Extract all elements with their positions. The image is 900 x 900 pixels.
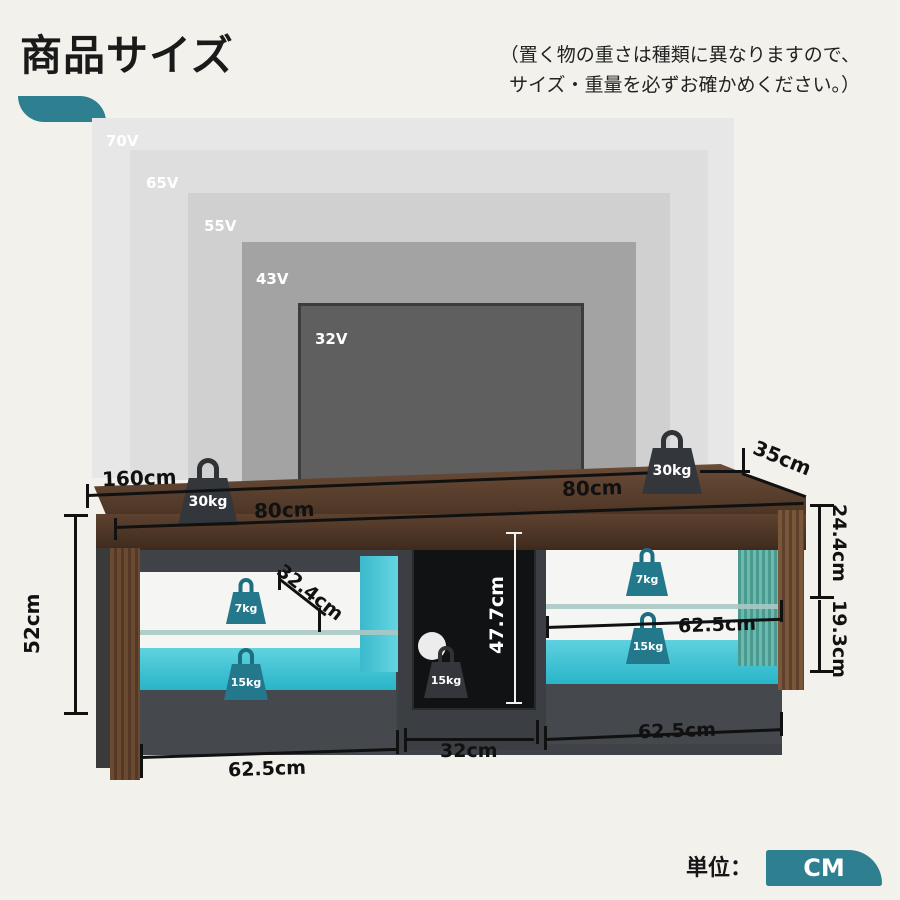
dim-left-bay-width: 62.5cm [227, 756, 307, 782]
dim-tick [86, 484, 89, 508]
tv-size-label: 55V [204, 217, 237, 235]
weight-label: 30kg [178, 478, 238, 526]
tv-size-label: 65V [146, 174, 179, 192]
page-title: 商品サイズ [20, 31, 234, 80]
dim-tick [544, 726, 547, 750]
dim-tick [64, 514, 88, 517]
right-glass-shelf [546, 604, 782, 609]
weight-icon: 15kg [626, 612, 670, 664]
weight-icon: 30kg [178, 458, 238, 526]
dim-lower-bay-height: 19.3cm [828, 600, 850, 678]
dim-tick [546, 616, 549, 638]
weight-icon: 7kg [226, 578, 266, 624]
weight-label: 7kg [626, 562, 668, 596]
left-bay-led-side [360, 556, 398, 672]
dim-tick [506, 702, 522, 704]
left-wood-leg [110, 548, 140, 780]
dim-center-width: 32cm [440, 740, 498, 762]
dim-tick [810, 504, 834, 507]
unit-badge: CM [766, 850, 882, 886]
tv-size-label: 70V [106, 132, 139, 150]
dim-line-center [404, 738, 534, 741]
tv-size-32v: 32V [298, 303, 584, 486]
notice-line-1: （置く物の重さは種類に異なりますので、 [499, 44, 860, 66]
dim-line-upper-bay [818, 504, 821, 598]
dim-right-shelf-width: 62.5cm [677, 612, 757, 638]
dim-tick [506, 532, 522, 534]
dim-depth: 35cm [749, 435, 815, 481]
dim-tick [114, 518, 117, 540]
dim-total-width: 160cm [101, 464, 177, 492]
weight-label: 15kg [224, 664, 268, 700]
weight-label: 15kg [424, 662, 468, 698]
weight-notice: （置く物の重さは種類に異なりますので、 サイズ・重量を必ずお確かめください。） [500, 40, 860, 100]
dim-line-total-width-end [700, 470, 750, 473]
dim-center-height: 47.7cm [486, 576, 508, 654]
weight-icon: 15kg [424, 646, 468, 698]
dim-tick [64, 712, 88, 715]
unit-label: 単位： [686, 856, 753, 881]
cabinet-left-side [96, 548, 114, 768]
weight-label: 15kg [626, 628, 670, 664]
weight-icon: 30kg [642, 430, 702, 494]
dim-tick [278, 570, 281, 590]
dim-tick [742, 448, 745, 474]
tv-size-label: 32V [315, 330, 348, 348]
dim-tick [810, 596, 834, 599]
dim-tick [780, 600, 783, 622]
left-glass-shelf [138, 630, 398, 635]
dim-upper-bay-height: 24.4cm [828, 504, 850, 582]
dim-tick [404, 728, 407, 752]
dim-line-height [74, 514, 77, 714]
weight-icon: 15kg [224, 648, 268, 700]
weight-label: 7kg [226, 592, 266, 624]
left-bay-base [138, 690, 396, 755]
notice-line-2: サイズ・重量を必ずお確かめください。） [509, 74, 860, 96]
left-bay-led-floor [138, 648, 396, 690]
dim-tick [140, 744, 143, 778]
dim-line-lower-bay [818, 600, 821, 670]
dim-tick [780, 712, 783, 736]
title-accent-bar [18, 96, 106, 122]
tv-size-label: 43V [256, 270, 289, 288]
weight-icon: 7kg [626, 548, 668, 596]
dim-line-center-height [514, 532, 516, 704]
dim-tick [536, 720, 539, 744]
dim-tick [318, 608, 321, 632]
weight-label: 30kg [642, 448, 702, 494]
dim-top-left-width: 80cm [253, 496, 315, 524]
dim-tick [810, 670, 834, 673]
dim-height: 52cm [20, 593, 44, 654]
dim-top-right-width: 80cm [561, 474, 623, 502]
dim-right-bay-width: 62.5cm [637, 718, 717, 744]
dim-tick [396, 730, 399, 754]
